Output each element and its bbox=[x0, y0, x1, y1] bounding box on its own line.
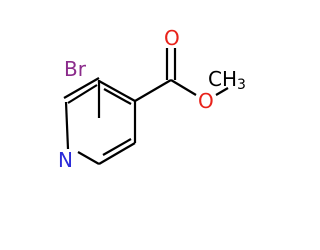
ester-oxygen-label: O bbox=[198, 89, 214, 113]
methyl-subscript: 3 bbox=[237, 77, 246, 93]
methyl-group-label: CH3 bbox=[208, 67, 246, 93]
bond-c5-c6-double bbox=[102, 138, 132, 156]
nitrogen-atom-label: N bbox=[58, 148, 73, 172]
molecule-structure: Br N O O CH3 bbox=[58, 26, 246, 172]
bond-n1-c2 bbox=[64, 101, 70, 150]
bond-carbonyl-c-ester-o bbox=[170, 79, 197, 96]
bond-c5-c6 bbox=[98, 142, 136, 165]
bond-c4-carbonyl-c bbox=[134, 79, 172, 102]
bond-c2-c3-double bbox=[67, 84, 98, 104]
bond-c3-c4-double bbox=[103, 88, 132, 105]
bond-c2-c3-inner bbox=[63, 77, 100, 99]
carbonyl-oxygen-label: O bbox=[164, 26, 180, 50]
methyl-label: CH bbox=[208, 67, 237, 91]
bond-ester-o-methyl bbox=[215, 87, 229, 96]
bond-c3-c4 bbox=[98, 80, 136, 102]
bond-c6-n1 bbox=[77, 151, 100, 165]
bromine-atom-label: Br bbox=[64, 57, 87, 81]
